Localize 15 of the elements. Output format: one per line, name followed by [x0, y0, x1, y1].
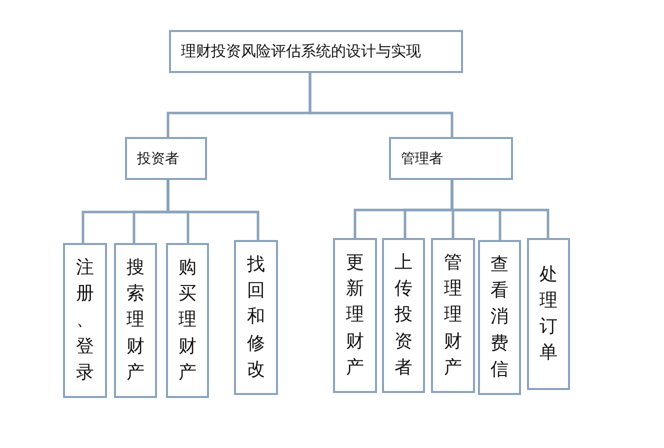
- function-box: 上传投资者: [382, 238, 425, 393]
- function-box: 搜索理财产: [114, 243, 157, 398]
- connector-line: [166, 180, 260, 240]
- connector-line: [450, 180, 550, 238]
- function-box: 管理理财产: [431, 238, 475, 393]
- function-box: 找回和修改: [234, 240, 278, 395]
- function-box: 注册、登录: [63, 243, 107, 398]
- function-box: 购买理财产: [166, 243, 209, 398]
- function-box: 更新理财产: [333, 238, 377, 393]
- title-box: 理财投资风险评估系统的设计与实现: [169, 30, 463, 73]
- role-box: 管理者: [389, 137, 513, 180]
- role-box: 投资者: [125, 137, 207, 180]
- connector-line: [308, 73, 454, 137]
- function-box: 查看消费信: [478, 240, 521, 395]
- function-box: 处理订单: [527, 238, 570, 390]
